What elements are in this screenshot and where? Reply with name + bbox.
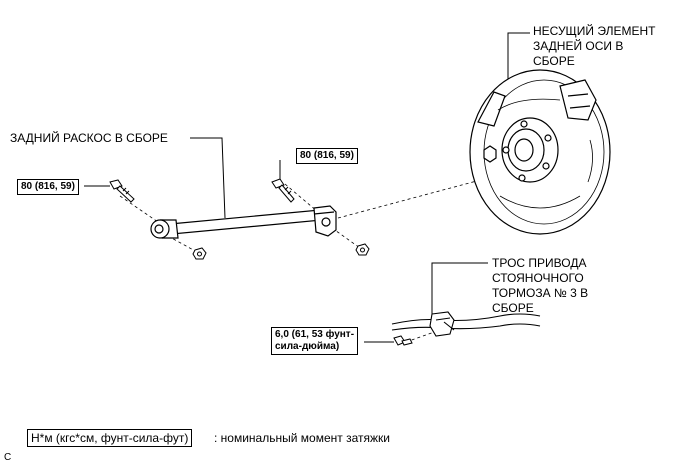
cable-bolt-torque-box: 6,0 (61, 53 фунт- сила-дюйма) (271, 327, 359, 355)
cable-label: ТРОС ПРИВОДА СТОЯНОЧНОГО ТОРМОЗА № 3 В С… (492, 256, 589, 315)
right-bolt (271, 178, 295, 203)
axle-carrier (469, 69, 611, 235)
parking-brake-cable (391, 311, 541, 337)
cable-leader (431, 262, 488, 318)
strut-rod (150, 205, 337, 239)
torque-units-legend-box: Н*м (кгс*см, фунт-сила-фут) (27, 429, 193, 447)
torque-legend-description: : номинальный момент затяжки (214, 431, 390, 445)
strut-leader (190, 137, 226, 219)
carrier-label: НЕСУЩИЙ ЭЛЕМЕНТ ЗАДНЕЙ ОСИ В СБОРЕ (533, 24, 656, 68)
strut-label: ЗАДНИЙ РАСКОС В СБОРЕ (10, 131, 168, 145)
right-nut (355, 243, 370, 256)
right-bolt-torque-box: 80 (816, 59) (296, 148, 358, 164)
left-bolt (109, 179, 135, 203)
cable-bolt (393, 335, 413, 346)
left-nut (192, 247, 207, 260)
carrier-leader (507, 32, 530, 95)
corner-mark: C (4, 452, 12, 463)
left-bolt-torque-box: 80 (816, 59) (17, 179, 79, 195)
